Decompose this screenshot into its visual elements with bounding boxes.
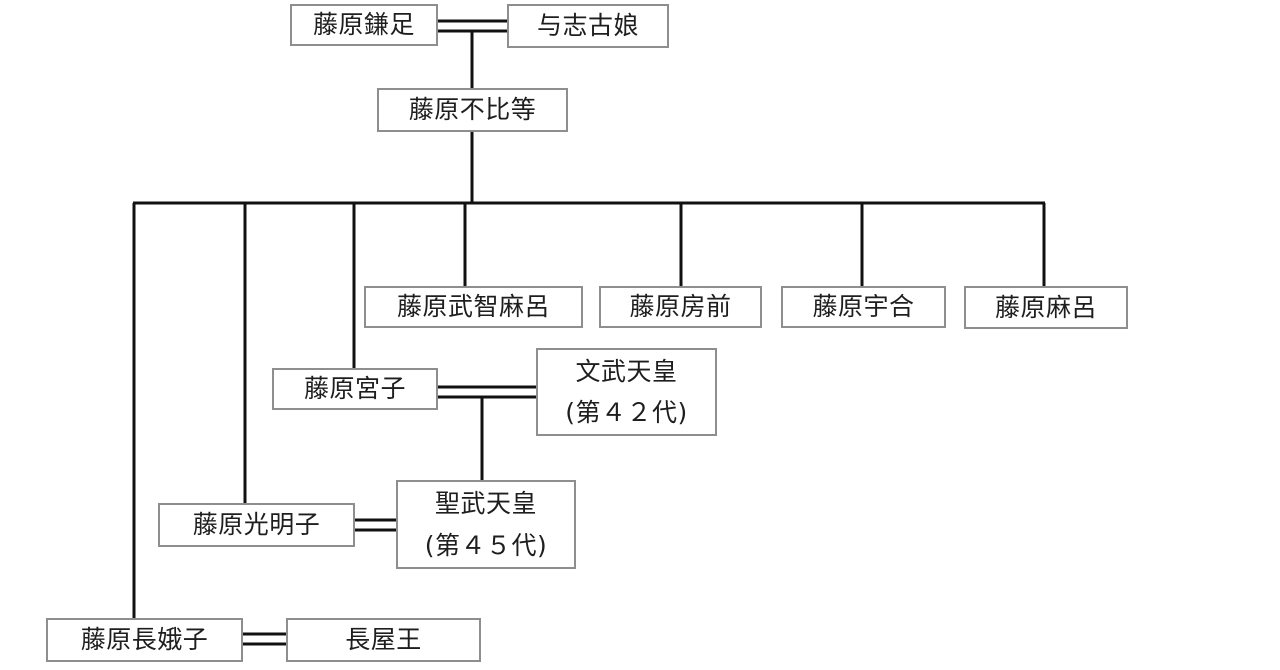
person-yoshiko-no-iratsume: 与志古娘 [507, 4, 669, 48]
person-fujiwara-no-kamatari: 藤原鎌足 [290, 4, 438, 46]
person-fujiwara-no-nagako: 藤原長娥子 [46, 618, 243, 662]
person-fujiwara-no-fusasaki: 藤原房前 [599, 286, 762, 328]
reign-number: (第４５代) [424, 530, 548, 560]
person-fujiwara-no-umakai: 藤原宇合 [781, 286, 946, 328]
person-name: 藤原鎌足 [312, 10, 415, 40]
person-name: 藤原房前 [629, 292, 732, 322]
person-fujiwara-no-maro: 藤原麻呂 [964, 286, 1128, 329]
person-prince-nagaya: 長屋王 [286, 618, 481, 662]
person-emperor-monmu: 文武天皇 (第４２代) [536, 348, 717, 436]
person-name: 長屋王 [345, 625, 422, 655]
person-name: 聖武天皇 [434, 489, 537, 519]
person-name: 藤原宮子 [303, 374, 406, 404]
person-name: 藤原不比等 [408, 95, 537, 125]
person-name: 藤原武智麻呂 [396, 292, 550, 322]
person-name: 藤原光明子 [192, 510, 321, 540]
person-fujiwara-no-miyako: 藤原宮子 [272, 368, 438, 410]
person-name: 藤原宇合 [812, 292, 915, 322]
person-name: 文武天皇 [575, 356, 678, 386]
reign-number: (第４２代) [565, 398, 688, 427]
person-fujiwara-no-komyoshi: 藤原光明子 [158, 503, 355, 547]
person-emperor-shomu: 聖武天皇 (第４５代) [396, 480, 576, 569]
person-fujiwara-no-fuhito: 藤原不比等 [377, 88, 568, 132]
person-name: 藤原麻呂 [994, 292, 1097, 322]
person-name: 与志古娘 [536, 11, 639, 41]
person-fujiwara-no-muchimaro: 藤原武智麻呂 [364, 286, 583, 328]
person-name: 藤原長娥子 [80, 625, 209, 655]
